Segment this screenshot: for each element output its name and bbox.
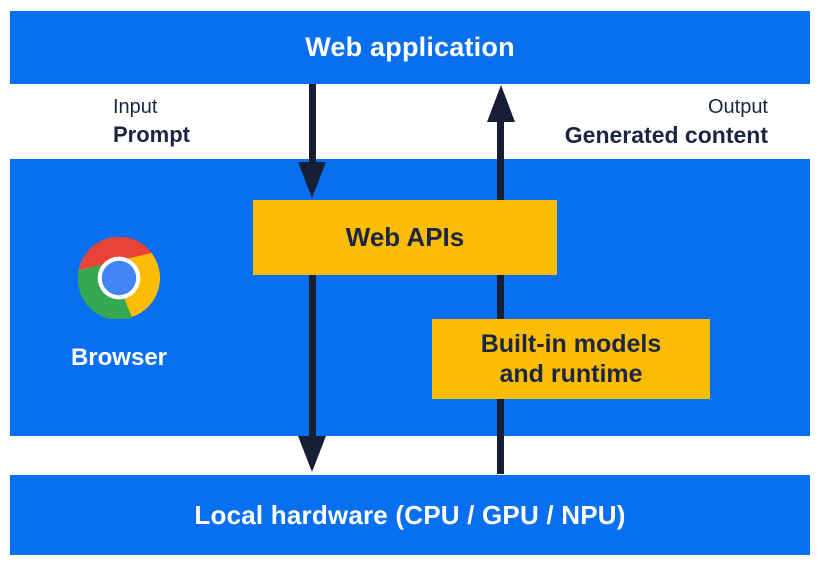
- web-apis-label: Web APIs: [345, 222, 465, 252]
- arrow-down-line-upper: [309, 84, 316, 163]
- arrow-up-line: [497, 121, 504, 474]
- arrow-down-line-lower: [309, 275, 316, 436]
- builtin-models-box: Built-in models and runtime: [432, 319, 710, 399]
- arrow-down-head-icon: [298, 436, 326, 472]
- local-hardware-band: Local hardware (CPU / GPU / NPU): [10, 475, 810, 555]
- web-application-label: Web application: [305, 32, 515, 62]
- web-apis-box: Web APIs: [253, 200, 557, 275]
- arrow-up-head-icon: [487, 85, 515, 122]
- input-value: Prompt: [113, 121, 190, 147]
- browser-label: Browser: [70, 344, 168, 371]
- input-caption: Input: [113, 96, 158, 118]
- arrow-down-head-icon: [298, 162, 326, 198]
- local-hardware-label: Local hardware (CPU / GPU / NPU): [194, 499, 626, 530]
- output-label-group: Output Generated content: [565, 95, 768, 150]
- builtin-models-label: Built-in models and runtime: [480, 329, 662, 389]
- chrome-logo-icon: [78, 237, 160, 319]
- input-label-group: Input Prompt: [113, 95, 190, 149]
- web-application-band: Web application: [10, 11, 810, 84]
- output-caption: Output: [707, 96, 768, 118]
- output-value: Generated content: [564, 121, 768, 148]
